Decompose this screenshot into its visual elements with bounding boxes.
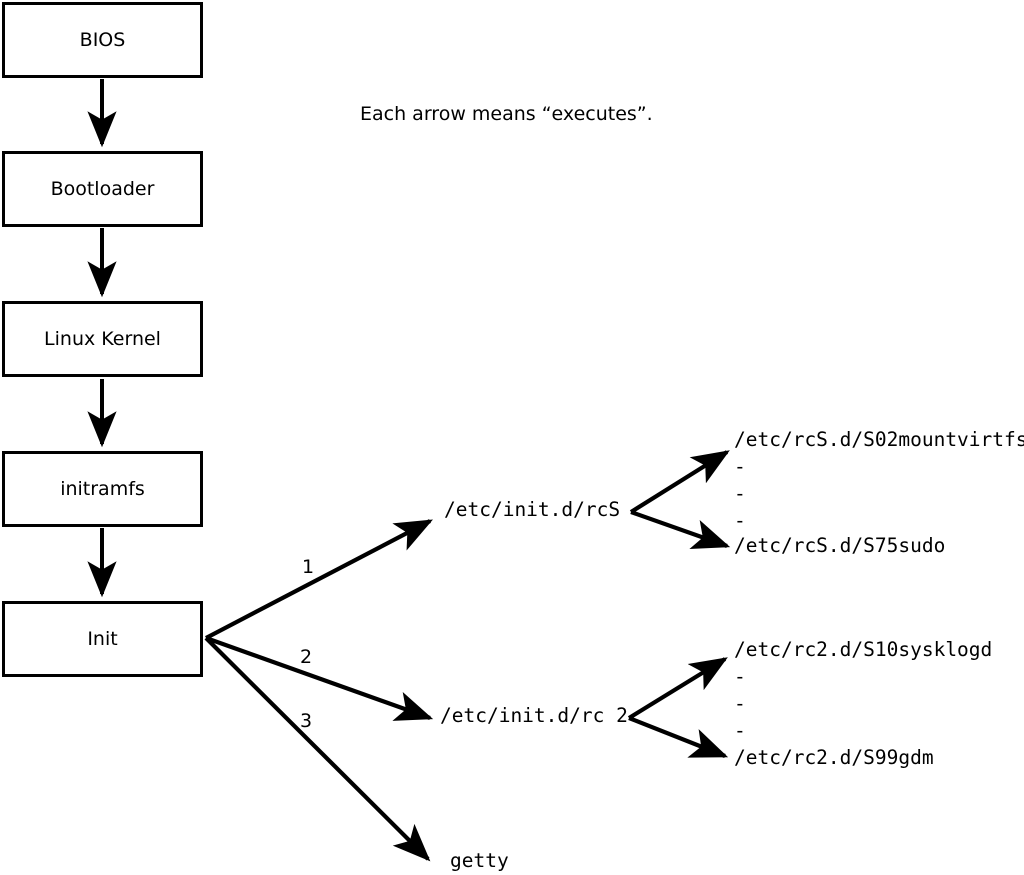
arrow-rc2-to-first-child — [627, 657, 728, 720]
branch-number-3: 3 — [300, 710, 313, 732]
caption-text: Each arrow means “executes”. — [360, 103, 653, 125]
rcs-ellipsis-dash-2: - — [734, 482, 746, 505]
rc2-child-first[interactable]: /etc/rc2.d/S10sysklogd — [734, 638, 993, 661]
rc2-child-last[interactable]: /etc/rc2.d/S99gdm — [734, 746, 934, 769]
arrow-rc2-to-last-child — [628, 716, 729, 758]
rcs-ellipsis-dash-1: - — [734, 455, 746, 478]
branch-number-1: 1 — [302, 556, 315, 578]
arrow-init-to-rc2 — [205, 636, 434, 721]
rc2-ellipsis-dash-1: - — [734, 665, 746, 688]
rcs-ellipsis-dash-3: - — [734, 509, 746, 532]
rcs-branch-arrows — [629, 450, 731, 549]
rc2-branch-arrows — [627, 657, 729, 758]
rc2-ellipsis-dash-2: - — [734, 692, 746, 715]
node-bootloader-label: Bootloader — [50, 177, 155, 200]
branch-number-2: 2 — [300, 646, 313, 668]
script-label-rc2[interactable]: /etc/init.d/rc 2 — [440, 704, 628, 727]
script-label-getty[interactable]: getty — [450, 849, 509, 872]
node-init[interactable]: Init — [2, 601, 203, 677]
arrow-rcs-to-last-child — [630, 510, 731, 549]
script-label-rcs[interactable]: /etc/init.d/rcS — [444, 498, 621, 521]
arrow-rcs-to-first-child — [629, 450, 730, 514]
node-bios-label: BIOS — [79, 28, 126, 51]
init-branch-arrows — [204, 519, 434, 862]
rcs-child-last[interactable]: /etc/rcS.d/S75sudo — [734, 534, 946, 557]
node-bios[interactable]: BIOS — [2, 2, 203, 78]
arrow-init-to-rcs — [205, 519, 433, 640]
rc2-ellipsis-dash-3: - — [734, 719, 746, 742]
node-initramfs[interactable]: initramfs — [2, 451, 203, 527]
rcs-child-first[interactable]: /etc/rcS.d/S02mountvirtfs — [734, 428, 1024, 451]
node-bootloader[interactable]: Bootloader — [2, 151, 203, 227]
node-initramfs-label: initramfs — [60, 477, 145, 500]
arrow-init-to-getty — [204, 636, 431, 862]
node-linux-kernel[interactable]: Linux Kernel — [2, 301, 203, 377]
node-linux-kernel-label: Linux Kernel — [44, 327, 161, 350]
node-init-label: Init — [87, 627, 118, 650]
